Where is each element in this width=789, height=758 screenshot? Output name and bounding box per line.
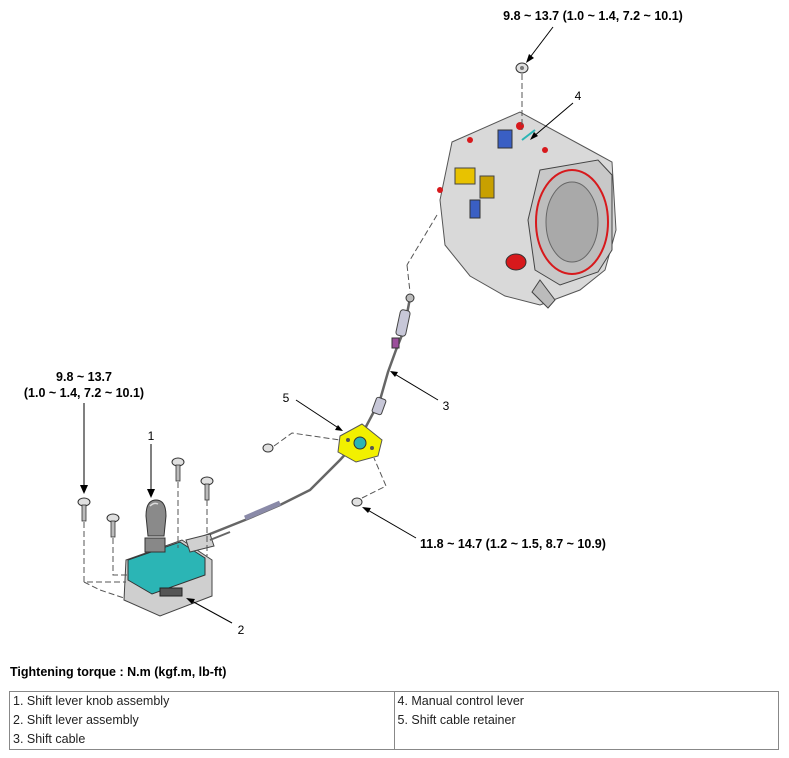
- label-2: 2: [238, 623, 245, 637]
- shift-cable: [204, 293, 415, 538]
- label-5: 5: [283, 391, 290, 405]
- legend-item: 5. Shift cable retainer: [397, 713, 516, 727]
- lever-bolt-guides: [83, 482, 208, 599]
- label-2-leader: [186, 598, 233, 624]
- torque-heading: Tightening torque : N.m (kgf.m, lb-ft): [10, 665, 227, 679]
- label-3: 3: [443, 399, 450, 413]
- shift-lever-assembly: [123, 531, 231, 617]
- torque-right-label: 11.8 ~ 14.7 (1.2 ~ 1.5, 8.7 ~ 10.9): [420, 537, 606, 551]
- retainer-bolt-right: [351, 497, 363, 507]
- torque-left-leader: [80, 403, 88, 494]
- label-1: 1: [148, 429, 155, 443]
- parts-legend-table: 1. Shift lever knob assembly 2. Shift le…: [9, 691, 779, 750]
- transaxle-assembly: [437, 111, 617, 309]
- torque-left-label-line1: 9.8 ~ 13.7: [56, 370, 112, 384]
- shift-cable-retainer: [337, 423, 383, 463]
- legend-item: 1. Shift lever knob assembly: [13, 694, 170, 708]
- torque-left-label-line2: (1.0 ~ 1.4, 7.2 ~ 10.1): [24, 386, 144, 400]
- label-4-leader: [530, 102, 574, 140]
- torque-top-label: 9.8 ~ 13.7 (1.0 ~ 1.4, 7.2 ~ 10.1): [503, 9, 683, 23]
- lever-bolt-d: [200, 476, 214, 501]
- nut-top: [515, 62, 529, 74]
- legend-column-left: 1. Shift lever knob assembly 2. Shift le…: [9, 691, 395, 750]
- exploded-view-diagram: 9.8 ~ 13.7 (1.0 ~ 1.4, 7.2 ~ 10.1) 9.8 ~…: [24, 9, 683, 637]
- lever-bolt-b: [106, 513, 120, 538]
- legend-item: 4. Manual control lever: [397, 694, 524, 708]
- lever-bolt-c: [171, 457, 185, 482]
- legend-item: 3. Shift cable: [13, 732, 86, 746]
- label-4: 4: [575, 89, 582, 103]
- lever-bolt-a: [77, 497, 91, 522]
- label-3-leader: [390, 371, 439, 401]
- legend-column-right: 4. Manual control lever 5. Shift cable r…: [393, 691, 779, 750]
- label-1-leader: [147, 444, 155, 498]
- retainer-bolt-left: [262, 443, 274, 453]
- legend-item: 2. Shift lever assembly: [13, 713, 139, 727]
- torque-right-leader: [362, 507, 417, 539]
- shift-lever-knob: [145, 499, 167, 537]
- torque-top-leader: [526, 26, 554, 63]
- label-5-leader: [295, 399, 343, 431]
